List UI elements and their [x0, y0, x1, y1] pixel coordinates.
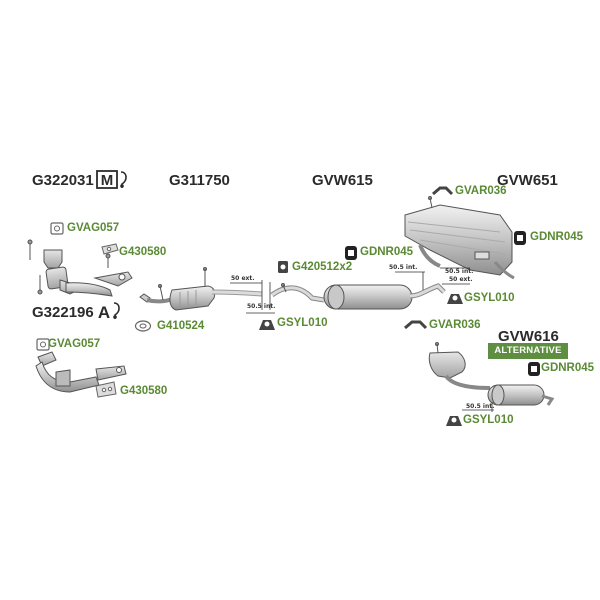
- dimension-lines-front: [230, 280, 275, 314]
- group-code-g311750[interactable]: G311750: [169, 172, 230, 189]
- strap-icon-gsyl010-right: [447, 294, 463, 304]
- part-code-g410524[interactable]: G410524: [157, 320, 205, 332]
- gasket-icon-g410524: [134, 320, 152, 332]
- group-code-g322031[interactable]: G322031: [32, 172, 94, 189]
- dimension-label-pipe1-int: 50.5 int.: [247, 303, 276, 310]
- front-pipe-catalyst-part[interactable]: [139, 267, 263, 311]
- part-code-g430580-top[interactable]: G430580: [119, 246, 167, 258]
- part-code-gsyl010-right[interactable]: GSYL010: [464, 292, 515, 304]
- badge-a-icon: A: [98, 302, 120, 322]
- group-code-gvw615[interactable]: GVW615: [312, 172, 373, 189]
- part-code-gdnr045-right[interactable]: GDNR045: [541, 362, 595, 374]
- gasket-icon-gvag057-bottom: [36, 338, 50, 351]
- alternative-badge: ALTERNATIVE: [488, 343, 568, 359]
- bracket-icon-gvar036-top: [432, 186, 454, 196]
- gasket-icon-gvag057-top: [50, 222, 64, 235]
- part-code-gdnr045-top[interactable]: GDNR045: [530, 231, 584, 243]
- part-code-gvag057-top[interactable]: GVAG057: [67, 222, 120, 234]
- clamp-icon-g420512x2: [278, 261, 288, 273]
- strap-icon-gsyl010-mid: [259, 320, 275, 330]
- rubber-mount-icon-gdnr045-mid: [345, 246, 357, 260]
- group-code-gvw651[interactable]: GVW651: [497, 172, 558, 189]
- part-code-g420512x2[interactable]: G420512x2: [292, 261, 353, 273]
- sensor-probe-top: [27, 239, 111, 295]
- dimension-lines-tank: [440, 267, 470, 285]
- dimension-lines-rear: [462, 402, 494, 412]
- part-code-gsyl010-mid[interactable]: GSYL010: [277, 317, 328, 329]
- part-code-gdnr045-mid[interactable]: GDNR045: [360, 246, 414, 258]
- rubber-mount-icon-gdnr045-top: [514, 231, 526, 245]
- flange-icon-g430580-top: [101, 243, 119, 255]
- part-code-gvar036-top[interactable]: GVAR036: [455, 185, 507, 197]
- dimension-lines-mid: [395, 271, 425, 290]
- strap-icon-gsyl010-bottom: [446, 416, 462, 426]
- svg-text:A: A: [98, 303, 110, 322]
- catalyst-manifold-part-bottom[interactable]: [35, 351, 127, 393]
- group-code-g322196[interactable]: G322196: [32, 304, 94, 321]
- middle-silencer-part[interactable]: [270, 283, 446, 310]
- dimension-label-rear-int: 50.5 int.: [466, 403, 495, 410]
- catalyst-manifold-part-top[interactable]: [43, 249, 133, 297]
- bracket-icon-gvar036-mid: [404, 320, 428, 330]
- rubber-mount-icon-gdnr045-right: [528, 362, 540, 376]
- alternative-rear-silencer-part[interactable]: [428, 342, 555, 406]
- badge-m-icon: M: [96, 170, 127, 189]
- part-code-gvag057-bottom[interactable]: GVAG057: [48, 338, 101, 350]
- dimension-label-tank-int: 50.5 int.: [445, 268, 474, 275]
- part-code-gsyl010-bottom[interactable]: GSYL010: [463, 414, 514, 426]
- svg-text:M: M: [101, 172, 114, 189]
- dimension-label-pipe1-ext: 50 ext.: [231, 275, 255, 282]
- part-code-gvar036-mid[interactable]: GVAR036: [429, 319, 481, 331]
- flange-icon-g430580-bottom: [95, 381, 117, 398]
- rear-tank-silencer-part[interactable]: [404, 196, 515, 280]
- group-code-gvw616[interactable]: GVW616: [498, 328, 559, 345]
- dimension-label-muffler-int: 50.5 int.: [389, 264, 418, 271]
- part-code-g430580-bottom[interactable]: G430580: [120, 385, 168, 397]
- dimension-label-tank-ext: 50 ext.: [449, 276, 473, 283]
